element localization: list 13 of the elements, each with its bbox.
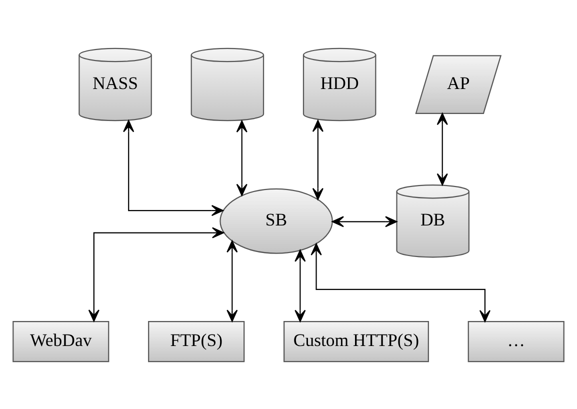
node-box: WebDav xyxy=(12,320,110,362)
arrow xyxy=(236,120,248,196)
arrow xyxy=(310,242,490,322)
node-box: … xyxy=(468,320,564,362)
arrow xyxy=(123,120,224,216)
arrow xyxy=(436,112,448,185)
node-box: FTP(S) xyxy=(148,320,245,362)
node-box: Custom HTTP(S) xyxy=(284,320,429,362)
arrow xyxy=(294,249,306,322)
arrow xyxy=(312,119,324,200)
arrow xyxy=(332,216,398,227)
arrow xyxy=(88,226,224,322)
arrow xyxy=(226,240,238,322)
